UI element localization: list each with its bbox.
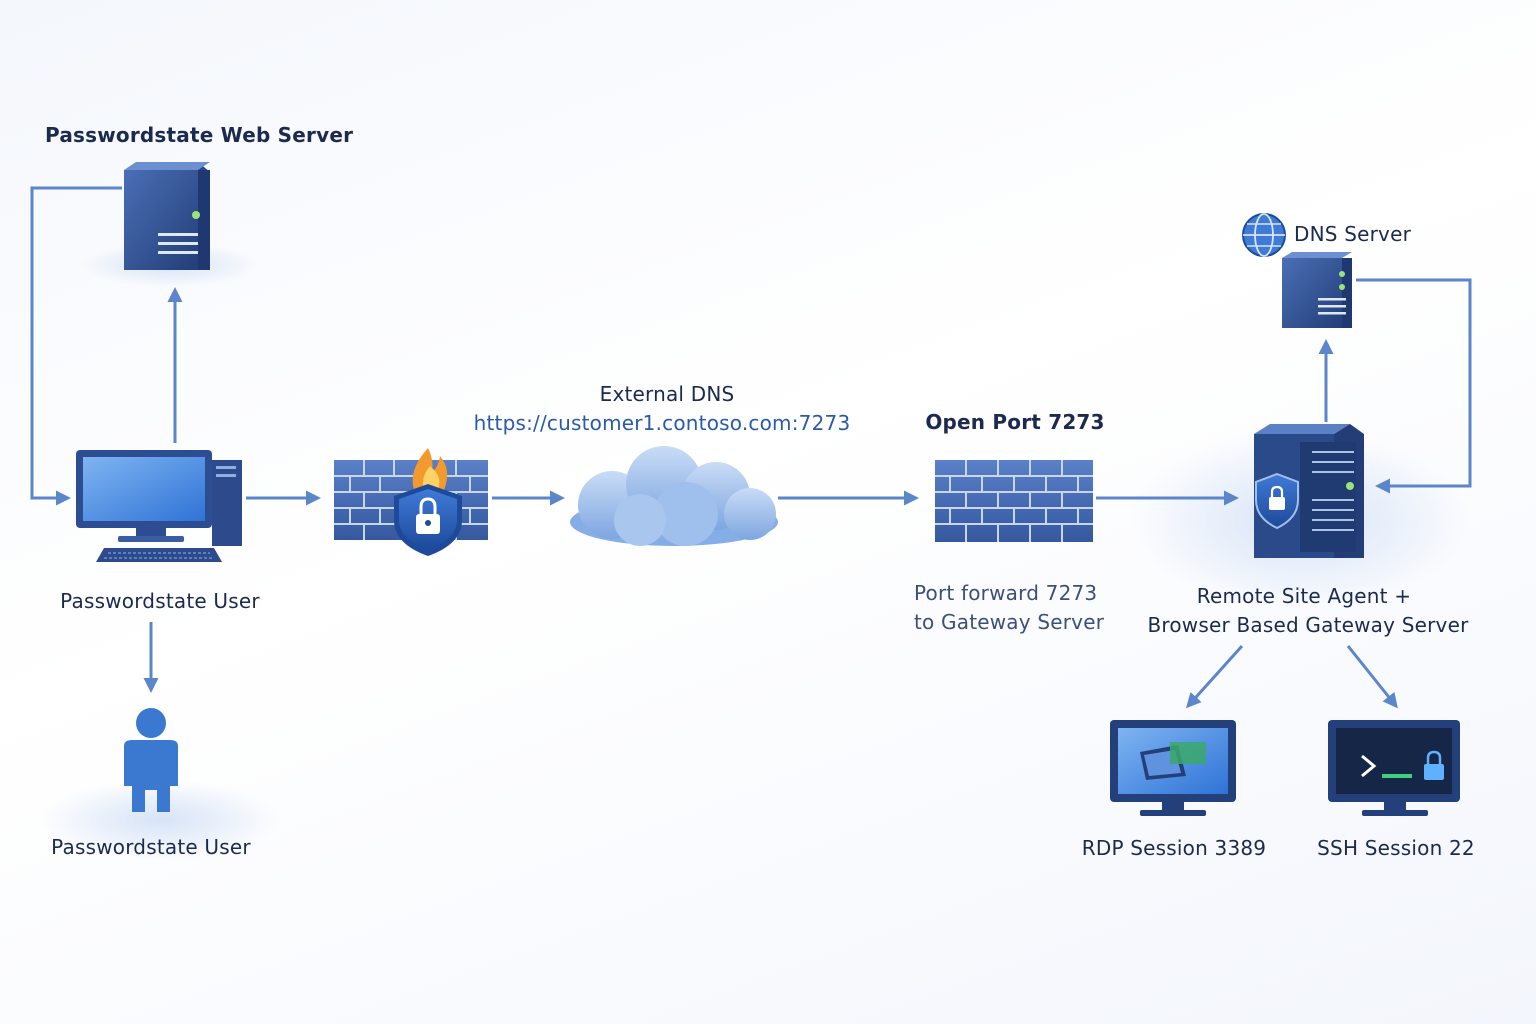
- user-icon: [124, 708, 178, 812]
- ssh-monitor-icon: [1328, 720, 1460, 816]
- open-port-label: Open Port 7273: [925, 410, 1105, 434]
- dns-server-label: DNS Server: [1294, 222, 1411, 246]
- user-person-label: Passwordstate User: [51, 835, 251, 859]
- arrow-gateway-to-rdp: [1185, 644, 1244, 709]
- remote-firewall-icon: [935, 460, 1093, 542]
- cloud-icon: [570, 446, 778, 546]
- gateway-server-icon: [1254, 424, 1364, 558]
- globe-icon: [1242, 213, 1286, 257]
- desktop-computer-icon: [76, 450, 242, 562]
- port-forward-line2: to Gateway Server: [914, 610, 1105, 634]
- external-dns-url: https://customer1.contoso.com:7273: [473, 411, 851, 435]
- rdp-session-label: RDP Session 3389: [1081, 836, 1267, 860]
- dns-server-icon: [1282, 252, 1352, 328]
- external-dns-label: External DNS: [599, 382, 735, 406]
- arrow-dns-loop-to-gateway: [1356, 278, 1472, 494]
- arrow-webserver-loop-to-pc: [30, 186, 122, 506]
- shield-lock-icon: [394, 484, 462, 556]
- port-forward-line1: Port forward 7273: [914, 581, 1098, 605]
- flame-icon: [412, 448, 448, 490]
- web-server-label: Passwordstate Web Server: [45, 123, 354, 147]
- gateway-label-line1: Remote Site Agent +: [1196, 584, 1412, 608]
- gateway-shield-lock-icon: [1255, 472, 1299, 530]
- ssh-session-label: SSH Session 22: [1317, 836, 1475, 860]
- arrow-gateway-to-ssh: [1346, 645, 1398, 709]
- gateway-label-line2: Browser Based Gateway Server: [1147, 613, 1469, 637]
- web-server-icon: [124, 162, 210, 270]
- user-pc-label: Passwordstate User: [60, 589, 260, 613]
- connectors: [30, 186, 1472, 709]
- rdp-monitor-icon: [1110, 720, 1236, 816]
